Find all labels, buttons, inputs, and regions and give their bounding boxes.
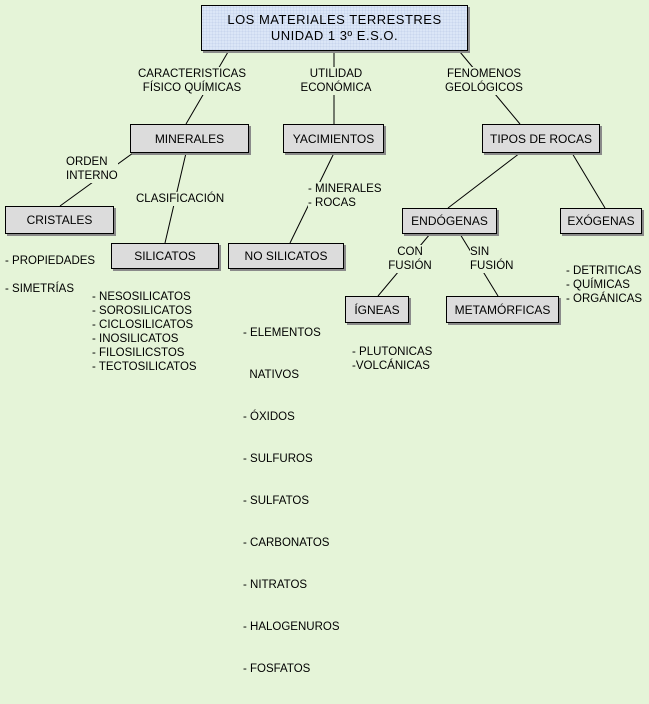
edge-tipos-exogenas (571, 152, 606, 209)
list-item: - QUÍMICAS (566, 279, 630, 291)
list-yacimientos: - MINERALES - ROCAS (308, 182, 382, 210)
list-igneas: - PLUTONICAS -VOLCÁNICAS (352, 345, 432, 373)
cristales-item-simetrias: - SIMETRÍAS (5, 283, 75, 295)
list-exogenas: - DETRITICAS - QUÍMICAS - ORGÁNICAS (566, 264, 642, 306)
concept-map: LOS MATERIALES TERRESTRES UNIDAD 1 3º E.… (5, 5, 642, 675)
list-item: - ORGÁNICAS (566, 293, 643, 305)
list-item: - PLUTONICAS (352, 346, 433, 358)
node-cristales: CRISTALES (5, 206, 114, 234)
edge-tipos-endogenas (447, 152, 521, 209)
list-item: - SULFUROS (243, 453, 313, 465)
list-item: - ROCAS (308, 197, 356, 209)
node-yacimientos: YACIMIENTOS (283, 124, 384, 153)
node-exogenas: EXÓGENAS (560, 208, 642, 234)
node-no-silicatos: NO SILICATOS (228, 243, 344, 269)
link-label-con-fusion: CON FUSIÓN (386, 245, 434, 273)
list-item: - INOSILICATOS (92, 333, 179, 345)
list-item: - TECTOSILICATOS (92, 361, 197, 373)
link-label-orden-interno: ORDEN INTERNO (66, 155, 118, 183)
list-item: - NITRATOS (243, 579, 308, 591)
list-item: - HALOGENUROS (243, 621, 340, 633)
node-metamorficas: METAMÓRFICAS (446, 296, 559, 323)
list-item: - FOSFATOS (243, 663, 311, 675)
link-label-clasificacion: CLASIFICACIÓN (136, 192, 225, 206)
title-line-1: LOS MATERIALES TERRESTRES (227, 12, 442, 27)
branch-label-caracteristicas: CARACTERISTICAS FÍSICO QUÍMICAS (132, 67, 252, 95)
list-item: NATIVOS (243, 369, 300, 381)
list-item: - SULFATOS (243, 495, 310, 507)
title-box: LOS MATERIALES TERRESTRES UNIDAD 1 3º E.… (201, 5, 468, 51)
list-item: - FILOSILICSTOS (92, 347, 185, 359)
list-item: - CARBONATOS (243, 537, 330, 549)
list-item: - DETRITICAS (566, 265, 642, 277)
node-tipos-de-rocas: TIPOS DE ROCAS (482, 124, 600, 153)
list-silicatos: - NESOSILICATOS - SOROSILICATOS - CICLOS… (92, 290, 197, 374)
node-minerales: MINERALES (130, 124, 249, 153)
branch-label-fenomenos: FENOMENOS GEOLÓGICOS (440, 67, 528, 95)
cristales-item-propiedades: - PROPIEDADES (5, 255, 96, 267)
list-item: - ÓXIDOS (243, 411, 295, 423)
list-item: - ELEMENTOS (243, 327, 321, 339)
list-item: - SOROSILICATOS (92, 305, 192, 317)
node-igneas: ÍGNEAS (345, 296, 409, 323)
link-label-sin-fusion: SIN FUSIÓN (470, 245, 514, 273)
list-item: -VOLCÁNICAS (352, 360, 430, 372)
list-item: - CICLOSILICATOS (92, 319, 194, 331)
node-silicatos: SILICATOS (111, 243, 219, 269)
branch-label-utilidad: UTILIDAD ECONÓMICA (294, 67, 378, 95)
title-line-2: UNIDAD 1 3º E.S.O. (270, 28, 399, 43)
list-item: - MINERALES (308, 183, 382, 195)
node-endogenas: ENDÓGENAS (402, 208, 497, 234)
list-item: - NESOSILICATOS (92, 291, 191, 303)
list-no-silicatos: - ELEMENTOS NATIVOS - ÓXIDOS - SULFUROS … (243, 298, 340, 704)
